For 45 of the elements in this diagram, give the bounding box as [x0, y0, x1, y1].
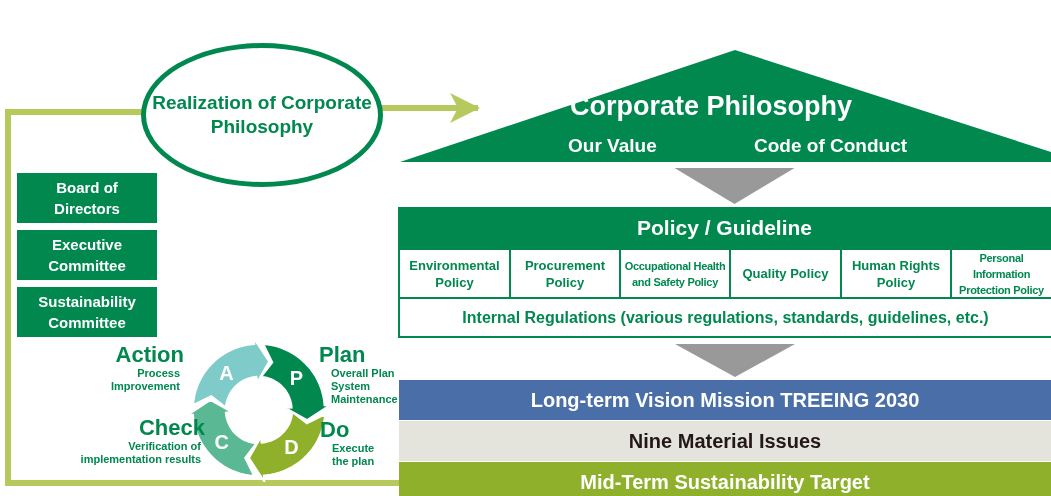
committee-label: Board of Directors: [53, 178, 121, 219]
bar-label: Nine Material Issues: [628, 429, 822, 453]
strategy-bar: [399, 462, 1051, 496]
policy-cell: [621, 250, 729, 297]
roof-subtitle: Code of Conduct: [754, 135, 908, 156]
phase-letter: C: [214, 430, 229, 456]
table-heading: Policy / Guideline: [636, 214, 812, 241]
policy-name: Environmental Policy: [408, 256, 501, 291]
phase-title: Plan: [319, 343, 366, 367]
phase-letter: A: [219, 360, 234, 386]
down-chevron-arrow: [674, 168, 795, 204]
roof-triangle: [400, 50, 1051, 162]
connector-line: [381, 93, 480, 123]
phase-description: Execute the plan: [331, 442, 376, 468]
phase-description: Verification of implementation results: [79, 440, 202, 466]
policy-table: [398, 207, 1051, 338]
bar-label: Mid-Term Sustainability Target: [580, 470, 870, 494]
strategy-bar: [399, 380, 1051, 420]
phase-title: Action: [115, 343, 184, 367]
policy-cell: [842, 250, 950, 297]
policy-name: Personal Information Protection Policy: [958, 250, 1045, 298]
committee-box: [17, 230, 157, 280]
regulations-row: [400, 299, 1051, 336]
phase-title: Do: [320, 418, 350, 442]
committee-label: Sustainability Committee: [37, 292, 137, 333]
committee-box: [17, 173, 157, 223]
roof-subtitle: Our Value: [568, 135, 657, 156]
bar-label: Long-term Vision Mission TREEING 2030: [530, 388, 920, 412]
policy-cell: [511, 250, 619, 297]
policy-name: Occupational Health and Safety Policy: [623, 258, 727, 290]
down-chevron-arrow: [675, 344, 795, 377]
ellipse-label: Realization of Corporate Philosophy: [151, 91, 373, 139]
strategy-bar: [399, 421, 1051, 461]
phase-letter: D: [284, 435, 299, 461]
policy-name: Procurement Policy: [523, 256, 607, 291]
connector-line: [5, 109, 399, 486]
phase-description: Process Improvement: [109, 367, 181, 393]
policy-name: Quality Policy: [742, 265, 829, 282]
committee-label: Executive Committee: [47, 235, 127, 276]
policy-name: Human Rights Policy: [850, 256, 942, 291]
regulations-label: Internal Regulations (various regulations, standards, guidelines, etc.): [462, 307, 989, 328]
policy-cell: [731, 250, 840, 297]
committee-box: [17, 287, 157, 337]
policy-cell: [400, 250, 509, 297]
phase-letter: P: [289, 365, 303, 391]
